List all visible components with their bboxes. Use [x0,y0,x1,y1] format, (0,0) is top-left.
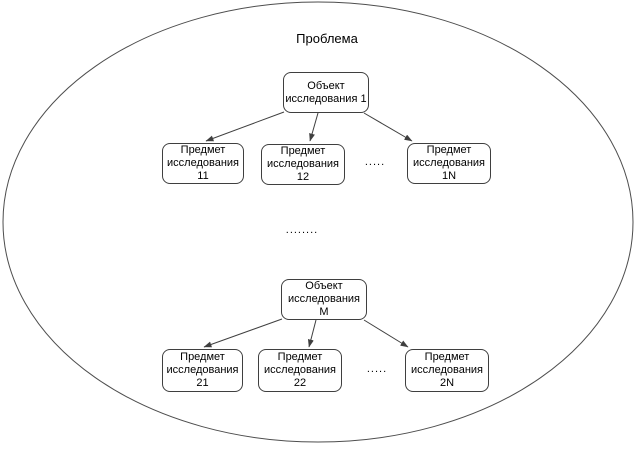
node-label-line: Предмет [180,144,226,156]
node-label-line: исследования 22 [264,364,336,389]
arrow-obj1-to-p12 [309,112,319,142]
node-label-line: исследования M [288,293,360,318]
node-object-research-M: Объект исследования M [281,279,367,320]
node-object-research-1: Объект исследования 1 [283,72,369,113]
node-label-line: Предмет [277,351,323,363]
node-label-line: Предмет [180,351,225,363]
node-label-line: исследования 1 [285,92,367,105]
ellipsis-row-2: ..... [366,363,388,375]
node-label-line: Объект [305,280,343,292]
node-label-line: Предмет [424,351,470,363]
node-subject-research-21: Предмет исследования 21 [162,349,243,392]
node-label-line: исследования 2N [411,364,483,389]
arrow-obj1-to-p11 [205,111,285,142]
node-label-line: Предмет [426,144,472,156]
node-subject-research-12: Предмет исследования 12 [261,144,345,185]
node-subject-research-11: Предмет исследования 11 [162,143,244,184]
node-label-line: исследования 11 [167,157,239,182]
problem-boundary-ellipse [2,1,634,443]
ellipsis-between-trees: ........ [285,224,319,236]
arrow-objM-to-p22 [307,319,317,348]
node-label-line: исследования 1N [413,157,485,182]
node-label-line: Предмет [280,145,326,157]
arrow-objM-to-p21 [203,318,283,348]
arrow-objM-to-p2N [363,319,409,348]
node-label-line: исследования 21 [166,364,239,389]
node-subject-research-22: Предмет исследования 22 [258,349,342,392]
node-label-line: исследования 12 [267,158,339,183]
ellipsis-row-1: ..... [364,156,386,168]
arrow-obj1-to-p1N [363,112,413,142]
diagram-title: Проблема [296,31,358,46]
node-label-line: Объект [307,79,345,92]
node-subject-research-1N: Предмет исследования 1N [407,143,491,184]
node-subject-research-2N: Предмет исследования 2N [405,349,489,392]
